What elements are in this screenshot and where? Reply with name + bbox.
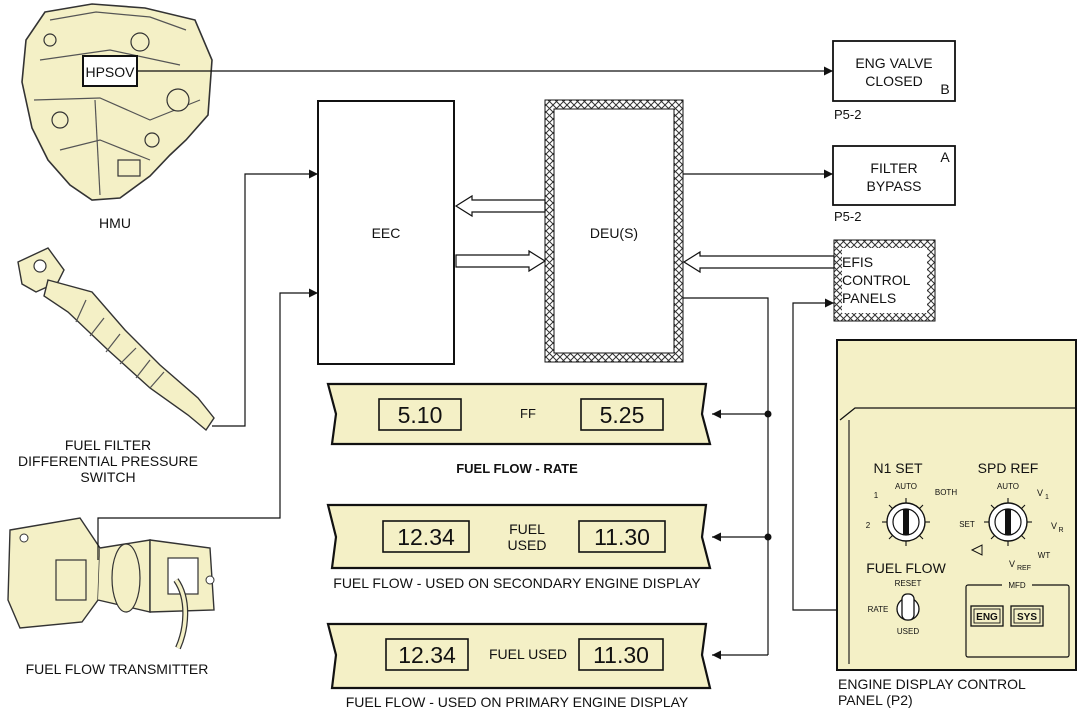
spd-pos-set: SET: [959, 520, 975, 529]
hpsov-label: HPSOV: [85, 64, 135, 80]
display3-left-readout: [385, 638, 469, 671]
edcp-caption-line1: ENGINE DISPLAY CONTROL: [838, 676, 1026, 692]
mfd-eng-label: ENG: [976, 612, 998, 623]
display2-left-value: 12.34: [397, 524, 455, 550]
mfd-eng-button[interactable]: ENG: [970, 605, 1004, 627]
spd-pos-v1-sub: 1: [1045, 494, 1049, 501]
deu-label: DEU(S): [590, 225, 638, 241]
display3-caption: FUEL FLOW - USED ON PRIMARY ENGINE DISPL…: [346, 694, 689, 710]
fuel-flow-toggle-switch[interactable]: [896, 593, 920, 621]
filter-bypass-panel-label: P5-2: [834, 209, 861, 224]
filter-bypass-line1: FILTER: [870, 160, 917, 176]
flow-transmitter-to-eec-line: [97, 288, 318, 560]
deu-to-displays-bus-line: [683, 297, 769, 655]
eng-valve-line1: ENG VALVE: [855, 55, 932, 71]
display2-right-readout: [578, 520, 666, 553]
fuel-filter-label-line3: SWITCH: [80, 469, 135, 485]
display1-left-value: 5.10: [398, 402, 443, 428]
mfd-sys-label: SYS: [1017, 612, 1037, 623]
edcp-to-efis-line: [792, 298, 837, 611]
spd-ref-marker-icon: [970, 544, 983, 556]
filter-switch-to-eec-line: [212, 169, 318, 427]
mfd-title: MFD: [1008, 581, 1026, 590]
efis-line1: EFIS: [842, 254, 873, 270]
spd-pos-vref-sub: REF: [1017, 565, 1031, 572]
efis-to-deu-bus-arrow: [682, 250, 835, 274]
fuel-flow-switch-title: FUEL FLOW: [866, 560, 946, 576]
deu-to-eec-bus-arrow: [454, 194, 546, 218]
display1-right-value: 5.25: [600, 402, 645, 428]
display1-caption: FUEL FLOW - RATE: [456, 461, 578, 476]
hpsov-box: HPSOV: [82, 55, 138, 87]
spd-pos-vr: V: [1051, 521, 1057, 531]
display3-right-value: 11.30: [593, 642, 649, 668]
fuel-filter-label-line2: DIFFERENTIAL PRESSURE: [18, 453, 198, 469]
n1-pos-both: BOTH: [935, 488, 957, 497]
n1-pos-1: 1: [874, 491, 879, 500]
spd-pos-wt: WT: [1038, 551, 1051, 560]
display1-right-readout: [580, 398, 664, 431]
display-fuel-used-primary: 12.34 FUEL USED 11.30: [326, 622, 712, 690]
deu-box: DEU(S): [544, 99, 684, 363]
display2-right-value: 11.30: [594, 524, 650, 550]
n1-set-knob[interactable]: [882, 498, 930, 546]
spd-pos-vref: V: [1009, 559, 1015, 569]
display2-left-readout: [382, 520, 470, 553]
eec-box: EEC: [317, 100, 455, 365]
spd-ref-title: SPD REF: [978, 460, 1039, 476]
efis-line3: PANELS: [842, 290, 896, 306]
filter-bypass-light: FILTER BYPASS A: [832, 145, 956, 206]
mfd-group: MFD: [965, 580, 1070, 658]
efis-line2: CONTROL: [842, 272, 911, 288]
efis-control-panels-box: EFIS CONTROL PANELS: [833, 239, 936, 322]
fuel-flow-pos-rate: RATE: [868, 605, 889, 614]
fuel-flow-transmitter: [7, 517, 215, 650]
hmu-unit: [21, 3, 213, 201]
eng-valve-closed-light: ENG VALVE CLOSED B: [832, 40, 956, 102]
filter-bypass-letter: A: [940, 149, 950, 165]
display3-left-value: 12.34: [398, 642, 456, 668]
eec-to-deu-bus-arrow: [455, 249, 547, 273]
bus-junction-dot-2: [764, 533, 772, 541]
fuel-filter-switch: [17, 247, 215, 432]
display3-right-readout: [578, 638, 664, 671]
eng-valve-letter: B: [940, 81, 949, 97]
display2-center-line2: USED: [508, 537, 547, 553]
spd-ref-knob[interactable]: [984, 498, 1032, 546]
spd-pos-vr-sub: R: [1058, 527, 1063, 534]
engine-display-control-panel: N1 SET AUTO BOTH 1 2 SPD REF AUTO V 1 V …: [836, 339, 1077, 671]
fuel-flow-transmitter-label: FUEL FLOW TRANSMITTER: [26, 661, 209, 677]
filter-bypass-line2: BYPASS: [867, 178, 922, 194]
edcp-caption-line2: PANEL (P2): [838, 692, 913, 708]
fuel-flow-pos-used: USED: [897, 627, 919, 636]
n1-set-title: N1 SET: [873, 460, 922, 476]
bus-junction-dot-1: [764, 410, 772, 418]
spd-pos-auto: AUTO: [997, 482, 1019, 491]
display1-left-readout: [378, 398, 462, 431]
display3-center-label: FUEL USED: [489, 646, 567, 662]
eng-valve-line2: CLOSED: [865, 73, 923, 89]
fuel-filter-label-line1: FUEL FILTER: [65, 437, 151, 453]
n1-pos-2: 2: [866, 521, 871, 530]
eec-label: EEC: [372, 225, 401, 241]
display1-center-label: FF: [520, 406, 536, 421]
n1-pos-auto: AUTO: [895, 482, 917, 491]
fuel-flow-pos-reset: RESET: [895, 579, 922, 588]
hmu-label: HMU: [99, 215, 131, 231]
mfd-sys-button[interactable]: SYS: [1010, 605, 1044, 627]
eng-valve-panel-label: P5-2: [834, 107, 861, 122]
display-fuel-flow-rate: 5.10 FF 5.25: [326, 382, 712, 446]
display-fuel-used-secondary: 12.34 FUEL USED 11.30: [326, 503, 712, 570]
spd-pos-v1: V: [1037, 488, 1043, 498]
display2-caption: FUEL FLOW - USED ON SECONDARY ENGINE DIS…: [333, 575, 701, 591]
display2-center-line1: FUEL: [509, 521, 545, 537]
